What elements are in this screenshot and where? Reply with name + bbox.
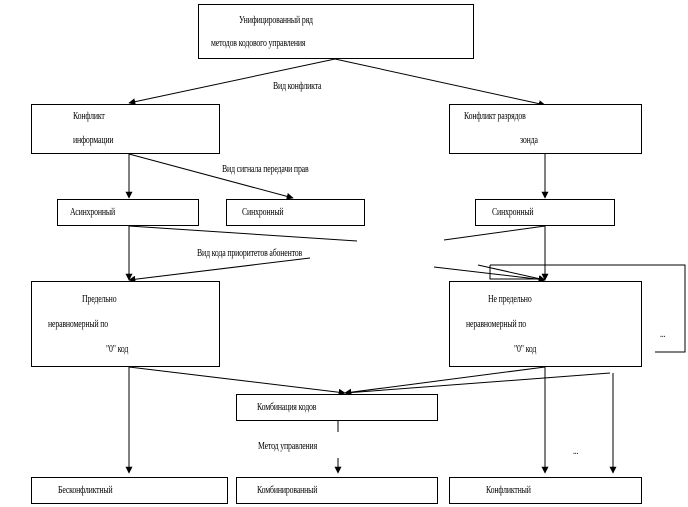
limit-right-box: Не предельно неравномерный по "0" код xyxy=(449,281,642,367)
edge-unified-to-conflict-bits xyxy=(334,58,546,108)
conflictless-box: Бесконфликтный xyxy=(31,477,228,504)
edge-sync-right-to-limit-left xyxy=(443,225,546,241)
edge-extra-branch xyxy=(489,265,545,280)
sync-right-box: Синхронный xyxy=(475,199,615,226)
conflict-info-line2: информации xyxy=(73,135,114,146)
bottom-ellipsis: ... xyxy=(573,446,579,457)
combo-codes-label: Комбинация кодов xyxy=(257,402,317,413)
async-label: Асинхронный xyxy=(70,207,116,218)
limit-left-box: Предельно неравномерный по "0" код xyxy=(31,281,220,367)
unified-line2: методов кодового управления xyxy=(211,38,306,49)
edge-sync-right-to-limit-left-2 xyxy=(128,257,311,283)
conflict-bits-box: Конфликт разрядов зонда xyxy=(449,104,642,154)
unified-line1: Унифицированный ряд xyxy=(239,15,313,26)
conflicting-box: Конфликтный xyxy=(449,477,642,504)
unified-methods-box: Унифицированный ряд методов кодового упр… xyxy=(198,4,474,59)
edge-async-to-limit-right xyxy=(128,225,358,242)
sync-mid-box: Синхронный xyxy=(226,199,365,226)
edge-right-side-bracket xyxy=(490,264,686,353)
limit-right-line3: "0" код xyxy=(514,344,537,355)
control-method-label: Метод управления xyxy=(258,441,318,452)
conflict-bits-line1: Конфликт разрядов xyxy=(464,111,526,122)
async-box: Асинхронный xyxy=(57,199,199,226)
limit-left-line3: "0" код xyxy=(106,344,129,355)
conflictless-label: Бесконфликтный xyxy=(58,485,113,496)
combined-label: Комбинированный xyxy=(257,485,318,496)
conflict-info-box: Конфликт информации xyxy=(31,104,220,154)
priority-code-label: Вид кода приоритетов абонентов xyxy=(197,248,303,259)
limit-right-line1: Не предельно xyxy=(488,294,532,305)
edge-right-extra-to-combo xyxy=(344,372,611,397)
edge-unified-to-conflict-info xyxy=(128,58,336,106)
combined-box: Комбинированный xyxy=(236,477,438,504)
conflicting-label: Конфликтный xyxy=(486,485,531,496)
conflict-bits-line2: зонда xyxy=(520,135,538,146)
sync-right-label: Синхронный xyxy=(492,207,534,218)
conflict-info-line1: Конфликт xyxy=(73,111,105,122)
limit-left-line2: неравномерный по xyxy=(48,319,109,330)
signal-type-label: Вид сигнала передачи прав xyxy=(222,164,309,175)
edge-limit-right-to-combo xyxy=(344,366,546,396)
sync-mid-label: Синхронный xyxy=(242,207,284,218)
edge-extra-diag xyxy=(477,264,546,283)
combo-codes-box: Комбинация кодов xyxy=(236,394,438,421)
edge-conflict-info-to-sync xyxy=(128,153,294,200)
limit-right-line2: неравномерный по xyxy=(466,319,527,330)
limit-left-line1: Предельно xyxy=(82,294,117,305)
edge-limit-left-to-combo xyxy=(128,366,346,396)
extra-box-ellipsis: ... xyxy=(660,329,666,340)
conflict-type-label: Вид конфликта xyxy=(273,81,322,92)
